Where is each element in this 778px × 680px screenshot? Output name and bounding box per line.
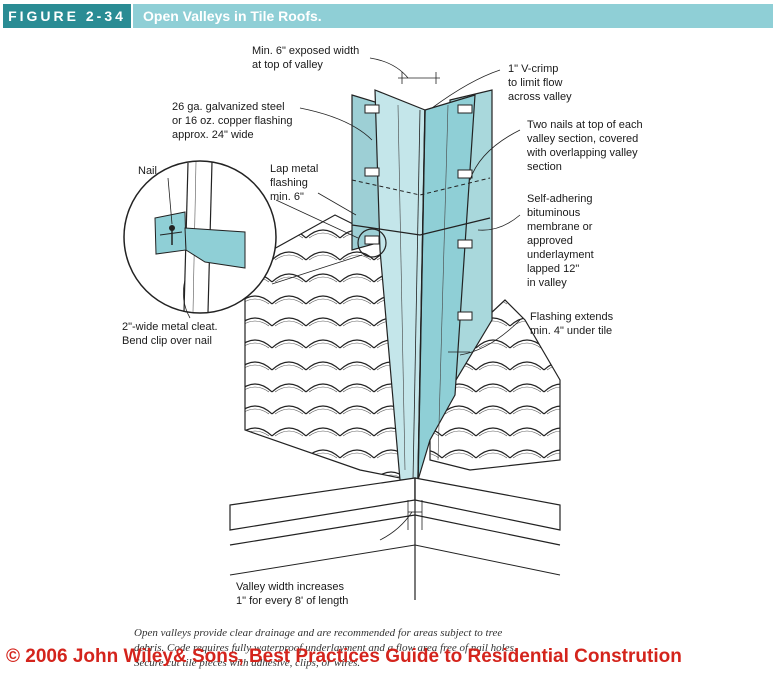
label-flashing-material: 26 ga. galvanized steel or 16 oz. copper… — [172, 101, 293, 141]
label-v-crimp: 1" V-crimp to limit flow across valley — [508, 63, 572, 103]
detail-callout-circle — [357, 228, 387, 258]
left-cleats — [364, 104, 380, 245]
copyright-notice: © 2006 John Wiley& Sons, Best Practices … — [6, 646, 682, 667]
label-exposed-width: Min. 6" exposed width at top of valley — [252, 45, 360, 71]
label-lap-metal: Lap metal flashing min. 6" — [270, 163, 319, 203]
right-cleats — [457, 104, 473, 321]
figure-header: FIGURE 2-34 Open Valleys in Tile Roofs. — [3, 4, 773, 28]
figure-caption: Open valleys provide clear drainage and … — [134, 626, 654, 671]
eave-right — [414, 477, 561, 531]
eave-left — [229, 477, 416, 531]
label-flashing-extends: Flashing extends min. 4" under tile — [530, 311, 614, 337]
label-valley-width: Valley width increases 1" for every 8' o… — [236, 581, 349, 607]
cleat-detail-inset — [123, 160, 277, 314]
label-metal-cleat: 2"-wide metal cleat. Bend clip over nail — [122, 321, 218, 347]
figure-number: FIGURE 2-34 — [3, 4, 131, 28]
caption-line-2: debris. Code requires fully waterproof u… — [134, 642, 517, 654]
label-self-adhering: Self-adhering bituminous membrane or app… — [527, 193, 594, 289]
label-nail: Nail — [138, 165, 157, 177]
label-two-nails: Two nails at top of each valley section,… — [527, 119, 643, 173]
figure-title: Open Valleys in Tile Roofs. — [133, 4, 773, 28]
caption-line-1: Open valleys provide clear drainage and … — [134, 627, 503, 639]
caption-line-3: Secure cut tile pieces with adhesive, cl… — [134, 657, 361, 669]
